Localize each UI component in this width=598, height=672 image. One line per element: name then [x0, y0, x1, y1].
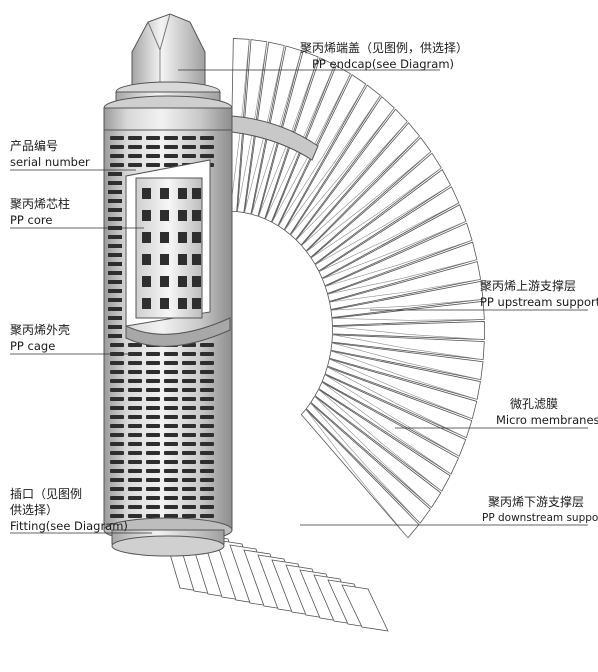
cage-slots [108, 136, 214, 527]
membrane-label-zh: 微孔滤膜 [510, 397, 559, 411]
endcap-label-en: PP endcap(see Diagram) [312, 57, 455, 71]
cage-label-en: PP cage [10, 339, 56, 353]
core-label-zh: 聚丙烯芯柱 [10, 197, 71, 211]
core-cutaway [125, 159, 231, 347]
upstream-label-zh: 聚丙烯上游支撑层 [480, 279, 577, 293]
downstream-label: 聚丙烯下游支撑层 PP downstream support [482, 494, 598, 526]
fitting-label-zh2: 供选择） [10, 503, 59, 517]
endcap-graphic [103, 13, 319, 161]
leader-lines [10, 69, 588, 534]
downstream-label-en: PP downstream support [482, 512, 598, 524]
serial-label: 产品编号 serial number [10, 138, 90, 170]
fitting-label-en: Fitting(see Diagram) [10, 519, 128, 533]
endcap-label: 聚丙烯端盖（见图例，供选择） PP endcap(see Diagram) [300, 40, 468, 72]
core-label: 聚丙烯芯柱 PP core [10, 196, 70, 228]
core-windows [142, 188, 201, 309]
serial-label-zh: 产品编号 [10, 139, 59, 153]
upstream-label: 聚丙烯上游支撑层 PP upstream support [480, 278, 598, 310]
downstream-label-zh: 聚丙烯下游支撑层 [488, 495, 585, 509]
membrane-label-en: Micro membranes [496, 413, 598, 427]
serial-label-en: serial number [10, 155, 90, 169]
cage-label: 聚丙烯外壳 PP cage [10, 322, 70, 354]
endcap-label-zh: 聚丙烯端盖（见图例，供选择） [300, 41, 469, 55]
fitting-label: 插口（见图例 供选择） Fitting(see Diagram) [10, 486, 128, 534]
core-label-en: PP core [10, 213, 53, 227]
fitting-label-zh1: 插口（见图例 [10, 487, 83, 501]
upstream-label-en: PP upstream support [480, 295, 598, 309]
membrane-label: 微孔滤膜 Micro membranes [496, 396, 598, 428]
cage-label-zh: 聚丙烯外壳 [10, 323, 71, 337]
fitting-graphic [103, 517, 233, 557]
